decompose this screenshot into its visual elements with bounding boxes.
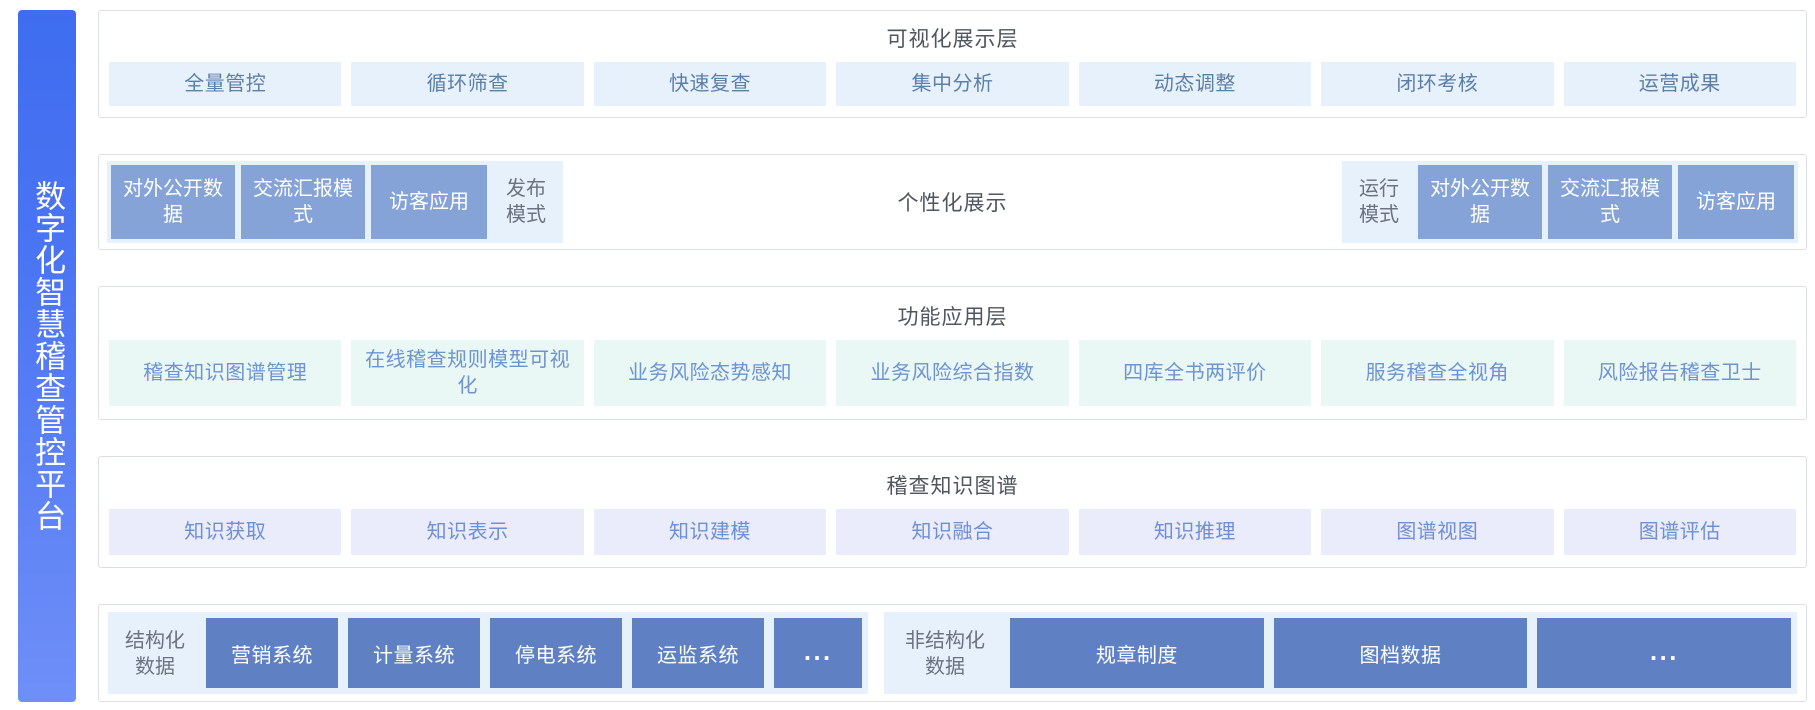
chip-knowledge-5[interactable]: 图谱视图 [1321, 509, 1554, 555]
layer-knowledge-graph-title: 稽查知识图谱 [886, 474, 1019, 498]
layer-data-sources: 结构化数据 营销系统 计量系统 停电系统 运监系统 ... 非结构化数据 规章制… [98, 604, 1807, 702]
chip-function-6[interactable]: 风险报告稽查卫士 [1563, 340, 1796, 406]
source-unstructured-more[interactable]: ... [1537, 618, 1792, 688]
layer-knowledge-graph: 稽查知识图谱 知识获取 知识表示 知识建模 知识融合 知识推理 图谱视图 图谱评… [98, 456, 1807, 568]
mode-center-title: 个性化展示 [897, 191, 1008, 215]
layer-stack: 可视化展示层 全量管控 循环筛查 快速复查 集中分析 动态调整 闭环考核 运营成… [98, 10, 1807, 702]
structured-data-label: 结构化数据 [125, 628, 185, 678]
chip-function-4[interactable]: 四库全书两评价 [1078, 340, 1312, 406]
layer-visualization-chips: 全量管控 循环筛查 快速复查 集中分析 动态调整 闭环考核 运营成果 [99, 62, 1806, 116]
mode-right-visitor-app[interactable]: 访客应用 [1678, 165, 1794, 239]
mode-right-report-mode[interactable]: 交流汇报模式 [1548, 165, 1672, 239]
layer-function-application-chips: 稽查知识图谱管理 在线稽查规则模型可视化 业务风险态势感知 业务风险综合指数 四… [99, 340, 1806, 416]
mode-left-publish-mode[interactable]: 发布模式 [506, 176, 546, 226]
mode-left-report-mode[interactable]: 交流汇报模式 [241, 165, 365, 239]
chip-function-5[interactable]: 服务稽查全视角 [1321, 340, 1554, 406]
source-structured-more[interactable]: ... [774, 618, 862, 688]
chip-function-3[interactable]: 业务风险综合指数 [836, 340, 1069, 406]
source-marketing-system[interactable]: 营销系统 [206, 618, 338, 688]
mode-group-left: 对外公开数据 交流汇报模式 访客应用 发布模式 [107, 161, 563, 243]
chip-knowledge-1[interactable]: 知识表示 [351, 509, 584, 555]
source-rules-regulations[interactable]: 规章制度 [1010, 618, 1264, 688]
mode-right-public-data[interactable]: 对外公开数据 [1418, 165, 1542, 239]
chip-knowledge-6[interactable]: 图谱评估 [1563, 509, 1796, 555]
layer-visualization-title: 可视化展示层 [886, 27, 1019, 51]
layer-function-application: 功能应用层 稽查知识图谱管理 在线稽查规则模型可视化 业务风险态势感知 业务风险… [98, 286, 1807, 420]
source-operation-monitor-system[interactable]: 运监系统 [632, 618, 764, 688]
layer-visualization: 可视化展示层 全量管控 循环筛查 快速复查 集中分析 动态调整 闭环考核 运营成… [98, 10, 1807, 118]
unstructured-data-group: 非结构化数据 规章制度 图档数据 ... [884, 612, 1797, 694]
layer-function-application-title: 功能应用层 [897, 305, 1008, 329]
chip-function-2[interactable]: 业务风险态势感知 [593, 340, 827, 406]
chip-function-1[interactable]: 在线稽查规则模型可视化 [351, 340, 584, 406]
platform-banner: 数字化智慧稽查管控平台 [18, 10, 76, 702]
chip-visualization-0[interactable]: 全量管控 [109, 62, 342, 106]
chip-visualization-1[interactable]: 循环筛查 [351, 62, 584, 106]
chip-visualization-3[interactable]: 集中分析 [836, 62, 1069, 106]
chip-visualization-4[interactable]: 动态调整 [1078, 62, 1312, 106]
mode-left-public-data[interactable]: 对外公开数据 [111, 165, 235, 239]
chip-knowledge-0[interactable]: 知识获取 [109, 509, 342, 555]
source-outage-system[interactable]: 停电系统 [490, 618, 622, 688]
platform-title: 数字化智慧稽查管控平台 [29, 180, 66, 532]
chip-visualization-5[interactable]: 闭环考核 [1321, 62, 1554, 106]
chip-function-0[interactable]: 稽查知识图谱管理 [109, 340, 342, 406]
mode-group-right: 运行模式 对外公开数据 交流汇报模式 访客应用 [1342, 161, 1798, 243]
structured-data-group: 结构化数据 营销系统 计量系统 停电系统 运监系统 ... [108, 612, 868, 694]
layer-knowledge-graph-chips: 知识获取 知识表示 知识建模 知识融合 知识推理 图谱视图 图谱评估 [99, 509, 1806, 565]
chip-knowledge-2[interactable]: 知识建模 [593, 509, 827, 555]
layer-mode-bar: 对外公开数据 交流汇报模式 访客应用 发布模式 个性化展示 运行模式 对外公开数… [98, 154, 1807, 250]
chip-knowledge-4[interactable]: 知识推理 [1078, 509, 1312, 555]
unstructured-data-label: 非结构化数据 [905, 628, 985, 678]
source-metering-system[interactable]: 计量系统 [348, 618, 480, 688]
chip-visualization-2[interactable]: 快速复查 [593, 62, 827, 106]
source-archive-data[interactable]: 图档数据 [1273, 618, 1528, 688]
chip-visualization-6[interactable]: 运营成果 [1563, 62, 1796, 106]
mode-right-run-mode[interactable]: 运行模式 [1359, 176, 1399, 226]
chip-knowledge-3[interactable]: 知识融合 [836, 509, 1069, 555]
mode-left-visitor-app[interactable]: 访客应用 [371, 165, 487, 239]
